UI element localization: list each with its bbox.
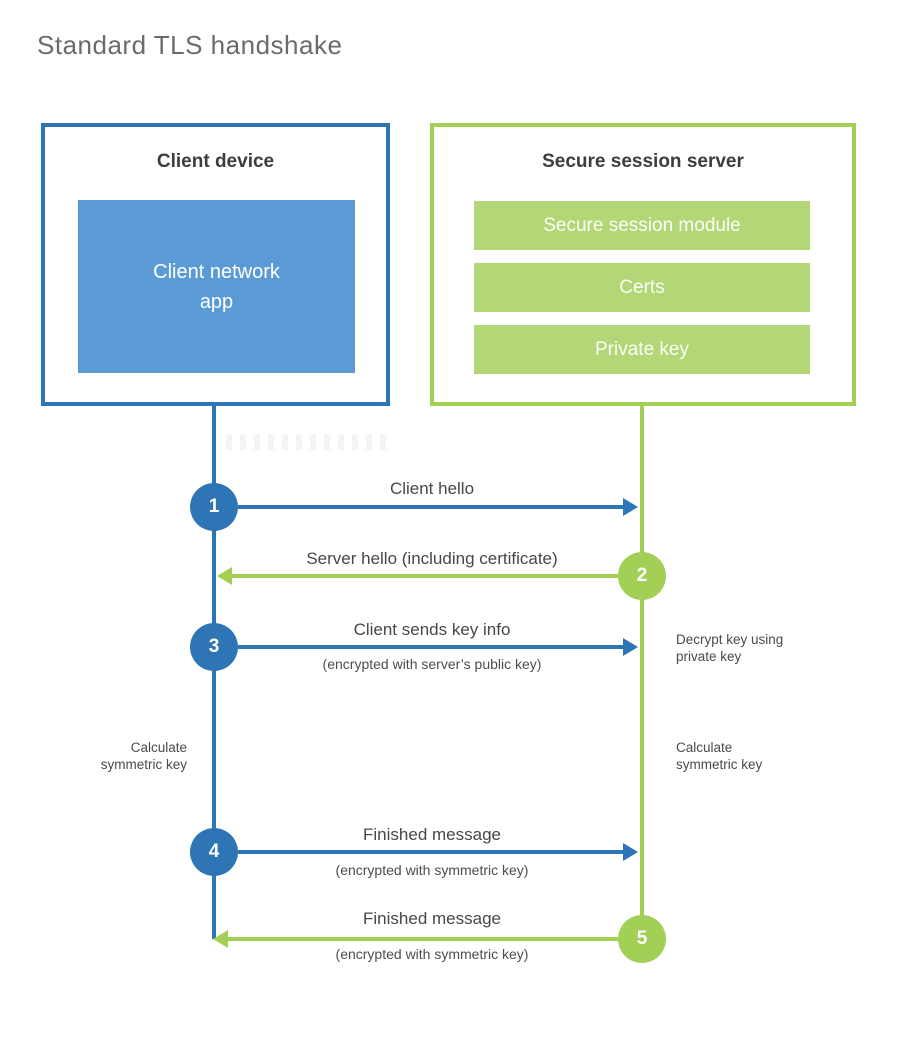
client-device-title: Client device (156, 151, 275, 172)
arrow-right-icon (623, 843, 638, 861)
server-lifeline (640, 406, 644, 939)
step-badge-5: 5 (618, 915, 666, 963)
arrow-left-icon (217, 567, 232, 585)
arrow-right-icon (623, 498, 638, 516)
step-badge-3: 3 (190, 623, 238, 671)
step5-sublabel: (encrypted with symmetric key) (335, 946, 529, 962)
step4-label: Finished message (363, 825, 501, 844)
page-title: Standard TLS handshake (37, 30, 343, 60)
client-network-app-box: Client network app (78, 200, 355, 373)
secure-session-server-box: Secure session server Secure session mod… (430, 123, 856, 406)
step2-label: Server hello (including certificate) (306, 549, 558, 568)
server-module-certs: Certs (474, 263, 810, 312)
arrow-left-icon (213, 930, 228, 948)
step3-label: Client sends key info (353, 620, 511, 639)
step-badge-4: 4 (190, 828, 238, 876)
annotation-calculate-symmetric-key-server: Calculate symmetric key (676, 740, 763, 772)
arrow-shaft-step2 (231, 574, 618, 578)
step-badge-1: 1 (190, 483, 238, 531)
step-badge-2: 2 (618, 552, 666, 600)
server-title: Secure session server (542, 151, 744, 172)
client-device-box: Client device Client network app (41, 123, 390, 406)
step3-sublabel: (encrypted with server’s public key) (322, 656, 542, 672)
server-module-private-key: Private key (474, 325, 810, 374)
annotation-decrypt-key: Decrypt key using private key (676, 632, 784, 664)
annotation-calculate-symmetric-key-client: Calculate symmetric key (100, 740, 187, 772)
arrow-shaft-step3 (238, 645, 624, 649)
step5-label: Finished message (363, 909, 501, 928)
arrow-shaft-step4 (238, 850, 624, 854)
arrow-shaft-step1 (238, 505, 624, 509)
step4-sublabel: (encrypted with symmetric key) (335, 862, 529, 878)
arrow-right-icon (623, 638, 638, 656)
server-module-secure-session: Secure session module (474, 201, 810, 250)
client-lifeline (212, 406, 216, 939)
faint-dashed-artifact (226, 434, 394, 450)
arrow-shaft-step5 (227, 937, 618, 941)
step1-label: Client hello (389, 479, 475, 498)
